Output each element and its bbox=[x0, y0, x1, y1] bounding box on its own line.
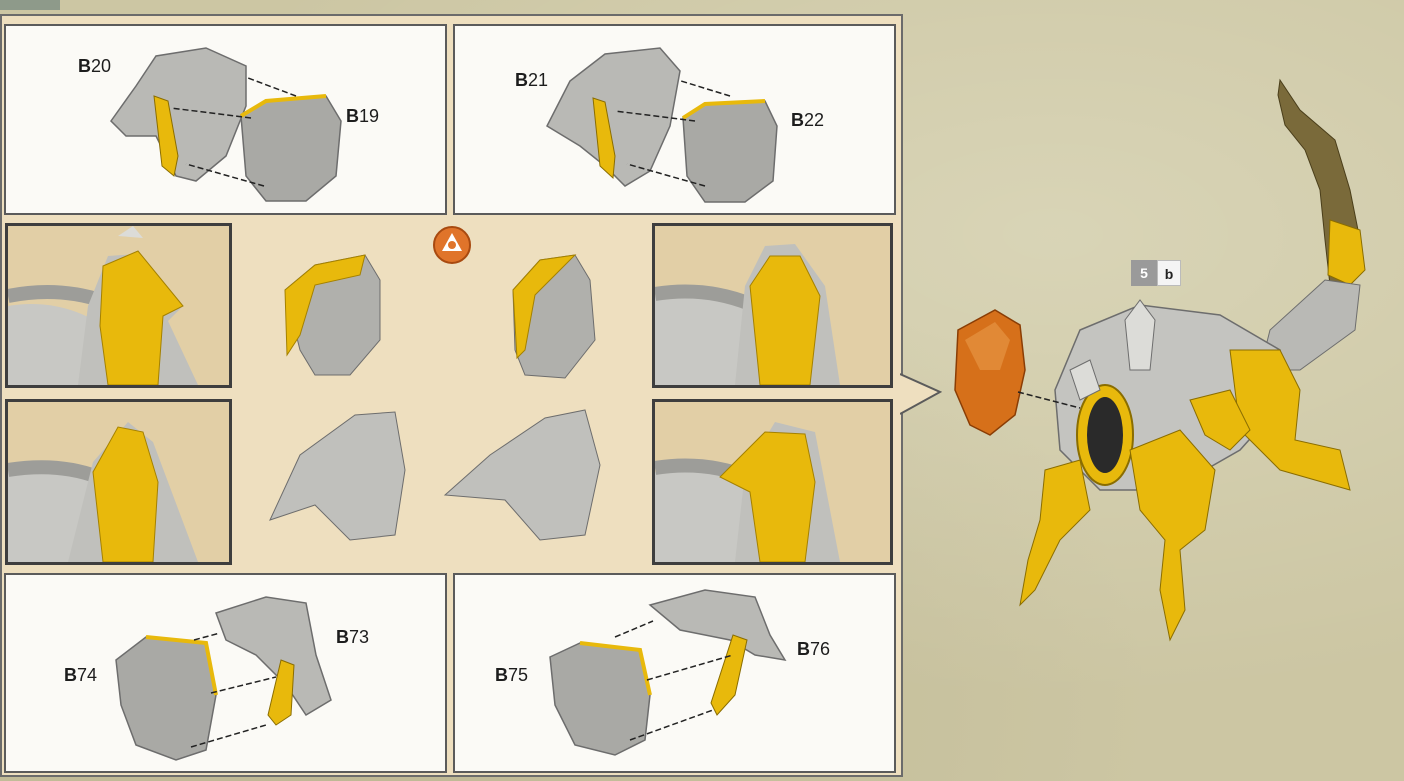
part-label-b19: B19 bbox=[346, 106, 379, 127]
part-label-b20: B20 bbox=[78, 56, 111, 77]
assembly-diagram-b21-b22 bbox=[455, 26, 894, 213]
part-label-b74: B74 bbox=[64, 665, 97, 686]
callout-b74-b73: B74 B73 bbox=[4, 573, 447, 773]
part-label-b21: B21 bbox=[515, 70, 548, 91]
part-label-b22: B22 bbox=[791, 110, 824, 131]
callout-b20-b19: B20 B19 bbox=[4, 24, 447, 215]
panel-pointer bbox=[900, 370, 942, 420]
callout-b75-b76: B75 B76 bbox=[453, 573, 896, 773]
reference-photo-top-right bbox=[652, 223, 893, 388]
corner-tab bbox=[0, 0, 60, 10]
reference-photo-top-left bbox=[5, 223, 232, 388]
callout-b21-b22: B21 B22 bbox=[453, 24, 896, 215]
reference-photo-bottom-left bbox=[5, 399, 232, 565]
part-label-b73: B73 bbox=[336, 627, 369, 648]
assembly-diagram-b20-b19 bbox=[6, 26, 445, 213]
reference-photo-bottom-right bbox=[652, 399, 893, 565]
dragon-model bbox=[940, 70, 1380, 650]
assembled-head-pieces bbox=[255, 240, 645, 550]
part-label-b76: B76 bbox=[797, 639, 830, 660]
part-label-b75: B75 bbox=[495, 665, 528, 686]
